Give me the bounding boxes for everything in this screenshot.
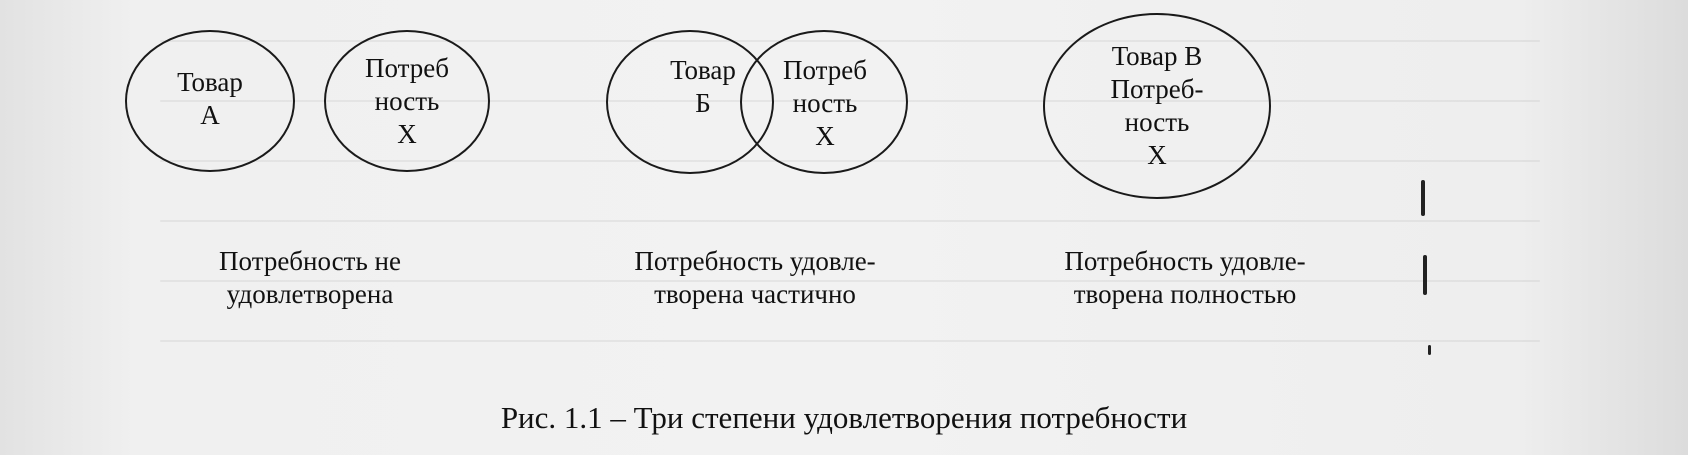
panel-3-caption: Потребность удовле- творена полностью xyxy=(1064,246,1306,309)
need-x-label: Потреб ность Х xyxy=(365,53,449,149)
need-x-overlap-label: Потреб ность Х xyxy=(783,55,867,151)
bleed-line xyxy=(160,220,1540,222)
panel-2-caption: Потребность удовле- творена частично xyxy=(634,246,876,309)
product-b-label: Товар Б xyxy=(670,55,736,118)
scan-mark xyxy=(1423,255,1427,295)
combined-label: Товар В Потреб- ность Х xyxy=(1110,41,1204,170)
need-x-overlap-circle xyxy=(740,30,908,174)
panel-1-caption: Потребность не удовлетворена xyxy=(219,246,401,309)
scan-mark xyxy=(1421,180,1425,216)
bleed-line xyxy=(160,340,1540,342)
product-need-combined-circle xyxy=(1043,13,1271,199)
scan-mark xyxy=(1428,345,1431,355)
product-a-circle xyxy=(125,30,295,172)
bleed-line xyxy=(160,280,1540,282)
product-a-label: Товар А xyxy=(177,67,243,130)
figure-caption: Рис. 1.1 – Три степени удовлетворения по… xyxy=(500,400,1188,435)
need-x-circle xyxy=(324,30,490,172)
